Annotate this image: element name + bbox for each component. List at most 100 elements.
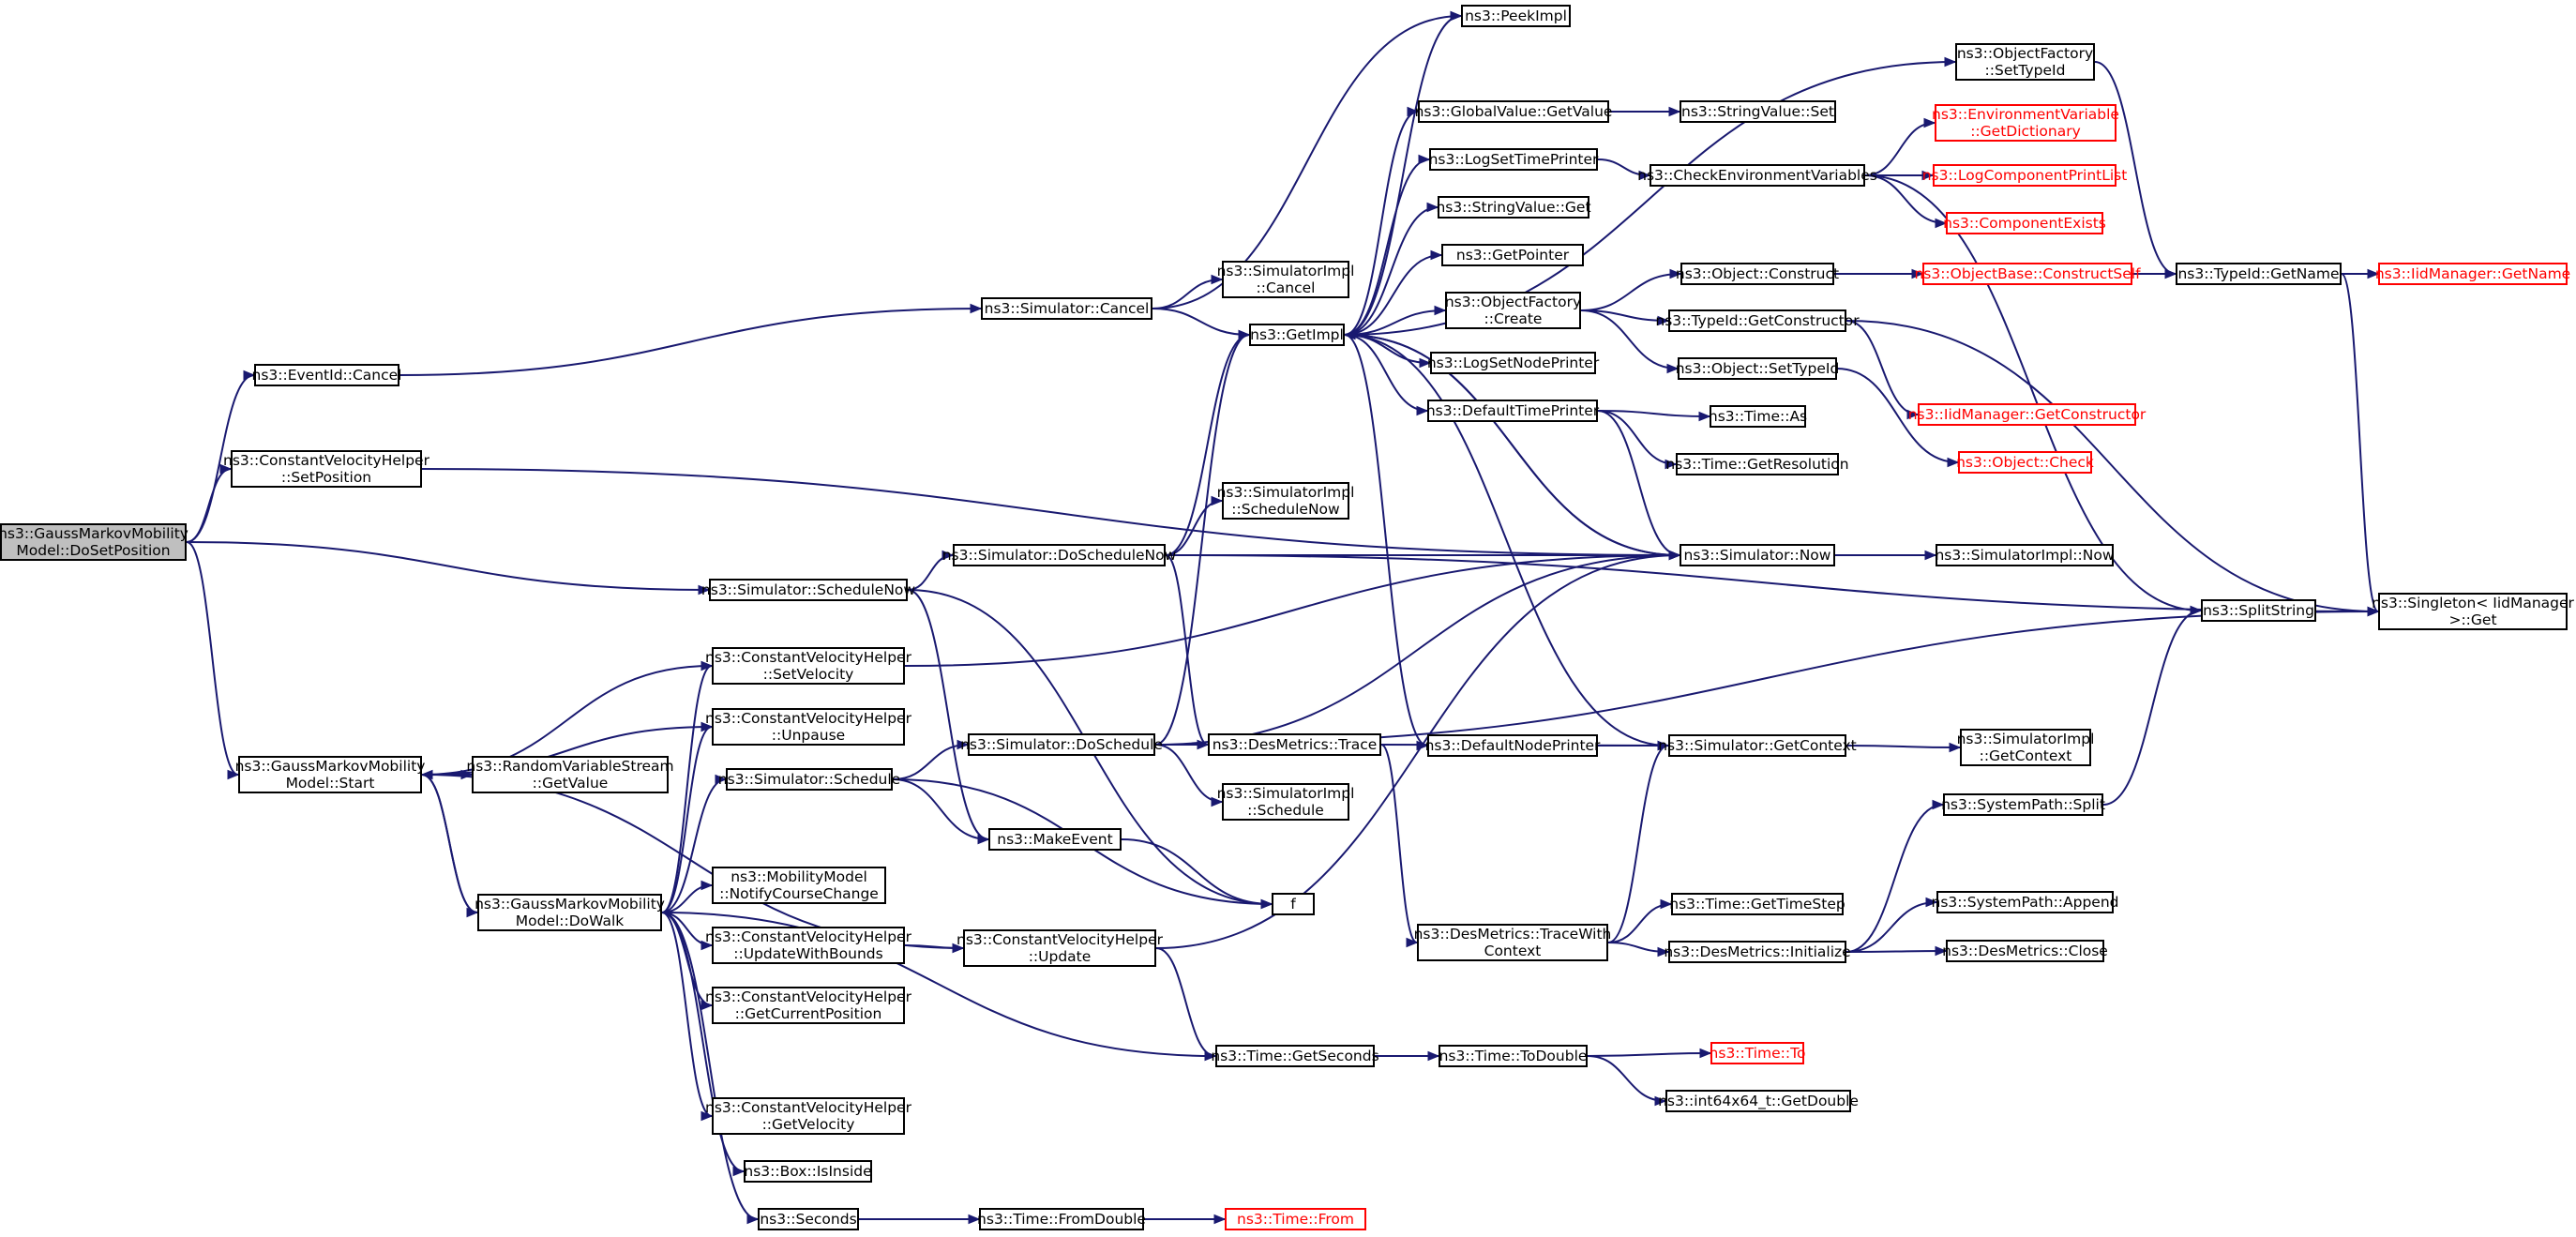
- node-time-getresolution[interactable]: ns3::Time::GetResolution: [1665, 453, 1849, 475]
- node-iidmanager-getname[interactable]: ns3::IidManager::GetName: [2375, 263, 2570, 285]
- node-sim-getcontext[interactable]: ns3::Simulator::GetContext: [1658, 734, 1857, 757]
- edge-dosetposition-to-sim-schedulenow: [186, 541, 710, 591]
- edge-arrowhead: [977, 834, 990, 845]
- node-iidmanager-getconstructor[interactable]: ns3::IidManager::GetConstructor: [1908, 403, 2146, 426]
- node-cvh-setposition[interactable]: ns3::ConstantVelocityHelper::SetPosition: [223, 450, 429, 488]
- edge-arrowhead: [700, 721, 714, 732]
- node-label-line: ns3::ObjectFactory: [1956, 45, 2094, 62]
- node-label-line: ns3::GaussMarkovMobility: [475, 896, 665, 913]
- node-rvs-getvalue[interactable]: ns3::RandomVariableStream::GetValue: [466, 756, 674, 793]
- node-time-to[interactable]: ns3::Time::To: [1710, 1042, 1805, 1064]
- node-envvar-getdictionary[interactable]: ns3::EnvironmentVariable::GetDictionary: [1932, 104, 2119, 142]
- node-of-create[interactable]: ns3::ObjectFactory::Create: [1445, 292, 1581, 329]
- node-time-as[interactable]: ns3::Time::As: [1709, 405, 1807, 428]
- edge-sim-getcontext-to-getimpl: [1344, 334, 1669, 747]
- node-objectbase-constructself[interactable]: ns3::ObjectBase::ConstructSelf: [1914, 263, 2141, 285]
- node-cvh-unpause[interactable]: ns3::ConstantVelocityHelper::Unpause: [705, 708, 911, 746]
- node-label-line: ns3::Simulator::Now: [1683, 547, 1831, 564]
- edge-arrowhead: [1343, 329, 1356, 340]
- node-label-line: ns3::EnvironmentVariable: [1932, 106, 2119, 123]
- node-cvh-update[interactable]: ns3::ConstantVelocityHelper::Update: [957, 929, 1163, 967]
- node-ns3-seconds[interactable]: ns3::Seconds: [758, 1208, 859, 1230]
- node-label-line: ns3::ObjectFactory: [1444, 294, 1582, 310]
- node-object-settypeid[interactable]: ns3::Object::SetTypeId: [1676, 357, 1839, 380]
- node-of-settypeid[interactable]: ns3::ObjectFactory::SetTypeId: [1955, 43, 2095, 81]
- node-desmetrics-trace[interactable]: ns3::DesMetrics::Trace: [1208, 733, 1381, 756]
- node-label-line: ns3::DesMetrics::TraceWith: [1413, 926, 1612, 943]
- node-label-line: ns3::DefaultTimePrinter: [1425, 402, 1600, 419]
- node-logsettimeprinter[interactable]: ns3::LogSetTimePrinter: [1429, 148, 1598, 171]
- node-cvh-getcurrentposition[interactable]: ns3::ConstantVelocityHelper::GetCurrentP…: [705, 987, 911, 1024]
- node-simimpl-now[interactable]: ns3::SimulatorImpl::Now: [1935, 544, 2115, 566]
- node-time-from[interactable]: ns3::Time::From: [1225, 1208, 1366, 1230]
- node-sim-schedulenow[interactable]: ns3::Simulator::ScheduleNow: [701, 579, 915, 601]
- node-label-line: ns3::MobilityModel: [731, 868, 867, 885]
- node-label-line: ::GetCurrentPosition: [734, 1005, 882, 1022]
- node-systempath-append[interactable]: ns3::SystemPath::Append: [1932, 891, 2119, 913]
- node-f[interactable]: f: [1272, 893, 1315, 915]
- node-label-line: ns3::SplitString: [2203, 602, 2314, 619]
- edge-arrowhead: [1923, 117, 1936, 128]
- node-sim-doschedule[interactable]: ns3::Simulator::DoSchedule: [960, 733, 1163, 756]
- edge-arrowhead: [1925, 897, 1938, 908]
- node-peekimpl[interactable]: ns3::PeekImpl: [1461, 5, 1571, 27]
- edge-arrowhead: [1668, 106, 1681, 117]
- node-defaulttimeprinter[interactable]: ns3::DefaultTimePrinter: [1425, 400, 1600, 422]
- node-desmetrics-close[interactable]: ns3::DesMetrics::Close: [1942, 940, 2108, 962]
- node-label-line: ns3::Time::ToDouble: [1439, 1048, 1588, 1064]
- node-cvh-getvelocity[interactable]: ns3::ConstantVelocityHelper::GetVelocity: [705, 1097, 911, 1135]
- node-getpointer[interactable]: ns3::GetPointer: [1441, 244, 1584, 266]
- edge-desmetrics-initialize-to-desmetrics-close: [1845, 950, 1947, 953]
- node-stringvalue-set[interactable]: ns3::StringValue::Set: [1680, 100, 1836, 123]
- node-object-check[interactable]: ns3::Object::Check: [1956, 451, 2094, 474]
- edge-arrowhead: [1657, 946, 1670, 958]
- node-label-line: ns3::ConstantVelocityHelper: [705, 988, 911, 1005]
- node-makeevent[interactable]: ns3::MakeEvent: [988, 828, 1122, 851]
- node-time-fromdouble[interactable]: ns3::Time::FromDouble: [977, 1208, 1146, 1230]
- node-sim-doschedulenow[interactable]: ns3::Simulator::DoScheduleNow: [942, 544, 1176, 566]
- edge-gm-dowalk-to-cvh-setvelocity: [661, 665, 713, 913]
- node-splitstring[interactable]: ns3::SplitString: [2201, 599, 2316, 622]
- node-int64x64-getdouble[interactable]: ns3::int64x64_t::GetDouble: [1658, 1090, 1859, 1112]
- node-box-isinside[interactable]: ns3::Box::IsInside: [744, 1160, 872, 1183]
- node-simimpl-schedule[interactable]: ns3::SimulatorImpl::Schedule: [1217, 783, 1354, 821]
- node-typeid-getname[interactable]: ns3::TypeId::GetName: [2176, 263, 2342, 285]
- node-componentexists[interactable]: ns3::ComponentExists: [1943, 212, 2106, 234]
- node-defaultnodeprinter[interactable]: ns3::DefaultNodePrinter: [1425, 734, 1600, 757]
- node-mm-notify[interactable]: ns3::MobilityModel::NotifyCourseChange: [712, 867, 886, 904]
- node-globalvalue-getvalue[interactable]: ns3::GlobalValue::GetValue: [1415, 100, 1612, 123]
- edge-arrowhead: [1924, 550, 1937, 561]
- node-cvh-updatewithbounds[interactable]: ns3::ConstantVelocityHelper::UpdateWithB…: [705, 927, 911, 964]
- node-typeid-getconstructor[interactable]: ns3::TypeId::GetConstructor: [1655, 309, 1860, 332]
- node-simimpl-getcontext[interactable]: ns3::SimulatorImpl::GetContext: [1957, 729, 2094, 766]
- node-desmetrics-initialize[interactable]: ns3::DesMetrics::Initialize: [1664, 941, 1851, 963]
- node-logcomponentprintlist[interactable]: ns3::LogComponentPrintList: [1922, 164, 2127, 187]
- node-stringvalue-get[interactable]: ns3::StringValue::Get: [1436, 196, 1591, 219]
- node-simimpl-schedulenow[interactable]: ns3::SimulatorImpl::ScheduleNow: [1217, 482, 1354, 520]
- node-object-construct[interactable]: ns3::Object::Construct: [1676, 263, 1839, 285]
- node-time-todouble[interactable]: ns3::Time::ToDouble: [1439, 1045, 1588, 1067]
- node-simimpl-cancel[interactable]: ns3::SimulatorImpl::Cancel: [1217, 261, 1354, 298]
- edge-typeid-getname-to-singleton-get: [2341, 273, 2379, 612]
- edge-sim-doschedulenow-to-desmetrics-trace: [1165, 554, 1209, 746]
- node-singleton-get[interactable]: ns3::Singleton< IidManager >::Get: [2372, 593, 2574, 630]
- node-getimpl[interactable]: ns3::GetImpl: [1249, 324, 1345, 346]
- node-sim-now[interactable]: ns3::Simulator::Now: [1680, 544, 1835, 566]
- node-label-line: ns3::ConstantVelocityHelper: [705, 710, 911, 727]
- node-cvh-setvelocity[interactable]: ns3::ConstantVelocityHelper::SetVelocity: [705, 647, 911, 685]
- node-systempath-split[interactable]: ns3::SystemPath::Split: [1941, 793, 2105, 816]
- node-label-line: ::SetVelocity: [762, 666, 854, 683]
- node-checkenvvars[interactable]: ns3::CheckEnvironmentVariables: [1637, 164, 1877, 187]
- node-label-line: ns3::MakeEvent: [997, 831, 1113, 848]
- node-sim-cancel[interactable]: ns3::Simulator::Cancel: [981, 297, 1152, 320]
- node-sim-schedule[interactable]: ns3::Simulator::Schedule: [718, 768, 900, 791]
- node-eventid-cancel[interactable]: ns3::EventId::Cancel: [252, 364, 402, 386]
- node-logsetnodeprinter[interactable]: ns3::LogSetNodePrinter: [1427, 352, 1599, 374]
- node-label-line: ns3::SimulatorImpl: [1216, 785, 1355, 802]
- node-time-gettimestep[interactable]: ns3::Time::GetTimeStep: [1669, 893, 1845, 915]
- node-time-getseconds[interactable]: ns3::Time::GetSeconds: [1211, 1045, 1379, 1067]
- edge-arrowhead: [1638, 170, 1651, 181]
